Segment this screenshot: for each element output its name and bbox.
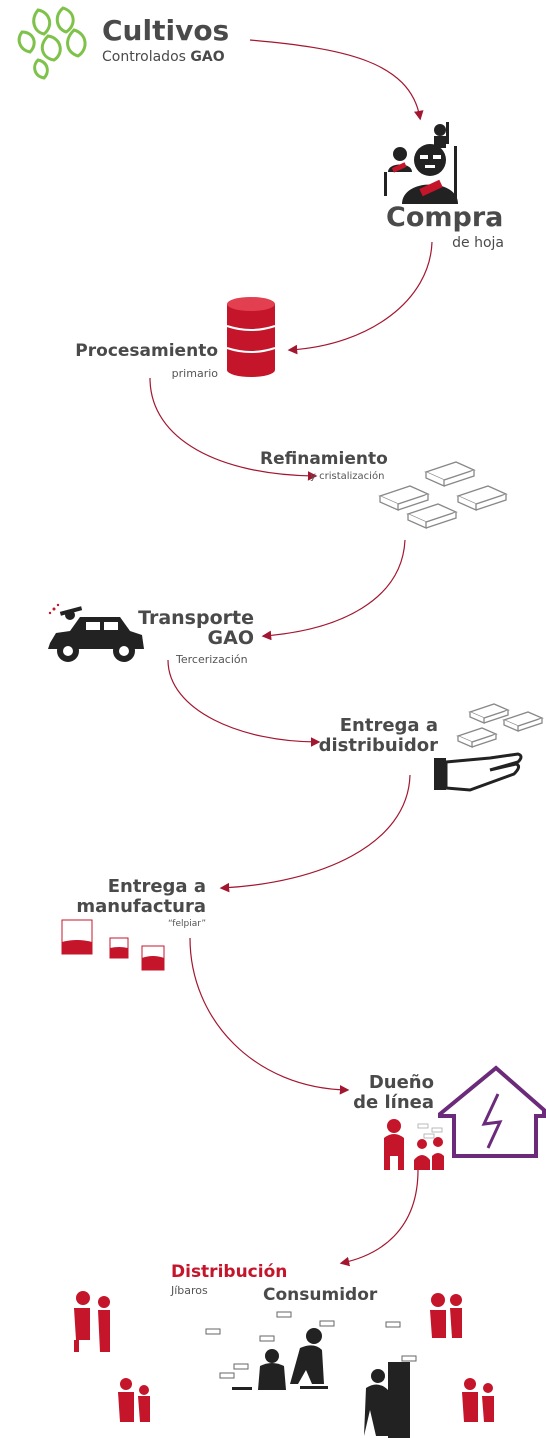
step-procesamiento-subtitle: primario bbox=[171, 367, 218, 380]
step-distribucion-title: Distribución bbox=[171, 1262, 288, 1282]
arrow-5 bbox=[167, 659, 321, 747]
step-cultivos-title: Cultivos bbox=[102, 14, 230, 47]
step-transporte-title-line2: GAO bbox=[207, 627, 254, 649]
step-compra-title: Compra bbox=[386, 202, 504, 233]
step-procesamiento-title: Procesamiento bbox=[75, 341, 218, 361]
step-entrega-distribuidor-title-line2: distribuidor bbox=[318, 735, 438, 756]
step-dueno-title-line1: Dueño bbox=[368, 1072, 434, 1093]
step-transporte-subtitle: Tercerización bbox=[176, 653, 248, 666]
dealer-figure-4 bbox=[462, 1378, 494, 1422]
step-entrega-manufactura-subtitle: “felpiar” bbox=[167, 919, 206, 929]
arrow-1 bbox=[249, 39, 424, 121]
hand-with-bricks-icon bbox=[434, 703, 544, 792]
step-refinamiento-subtitle: y cristalización bbox=[310, 471, 385, 482]
step-cultivos-subtitle: Controlados GAO bbox=[102, 50, 225, 64]
step-consumidor-title: Consumidor bbox=[263, 1285, 378, 1305]
leaves-icon bbox=[17, 6, 87, 80]
dealer-figure-1 bbox=[74, 1291, 110, 1352]
car-icon bbox=[48, 603, 144, 662]
barrel-icon bbox=[226, 297, 276, 377]
arrow-4 bbox=[261, 539, 406, 641]
step-cultivos-subtitle-text: Controlados bbox=[102, 49, 191, 65]
bricks-icon bbox=[378, 461, 508, 530]
arrow-8 bbox=[339, 1169, 419, 1267]
step-refinamiento-title: Refinamiento bbox=[260, 449, 388, 469]
step-entrega-manufactura-title-line2: manufactura bbox=[76, 896, 206, 917]
dealer-figure-2 bbox=[430, 1293, 462, 1338]
arrow-2 bbox=[287, 241, 433, 355]
containers-icon bbox=[61, 919, 165, 971]
step-entrega-manufactura-title-line1: Entrega a bbox=[107, 876, 206, 897]
arrow-6 bbox=[219, 774, 411, 893]
arrow-3 bbox=[149, 377, 318, 481]
dealer-figure-3 bbox=[118, 1378, 150, 1422]
house-icon bbox=[384, 1065, 546, 1170]
step-cultivos-subtitle-strong: GAO bbox=[190, 49, 225, 65]
step-dueno-title-line2: de línea bbox=[353, 1092, 434, 1113]
step-distribucion-subtitle: Jíbaros bbox=[171, 1284, 208, 1297]
step-transporte-title-line1: Transporte bbox=[138, 607, 254, 629]
step-compra-subtitle: de hoja bbox=[452, 235, 504, 251]
step-entrega-distribuidor-title-line1: Entrega a bbox=[339, 715, 438, 736]
armed-group-icon bbox=[384, 122, 458, 204]
arrow-7 bbox=[189, 937, 350, 1095]
